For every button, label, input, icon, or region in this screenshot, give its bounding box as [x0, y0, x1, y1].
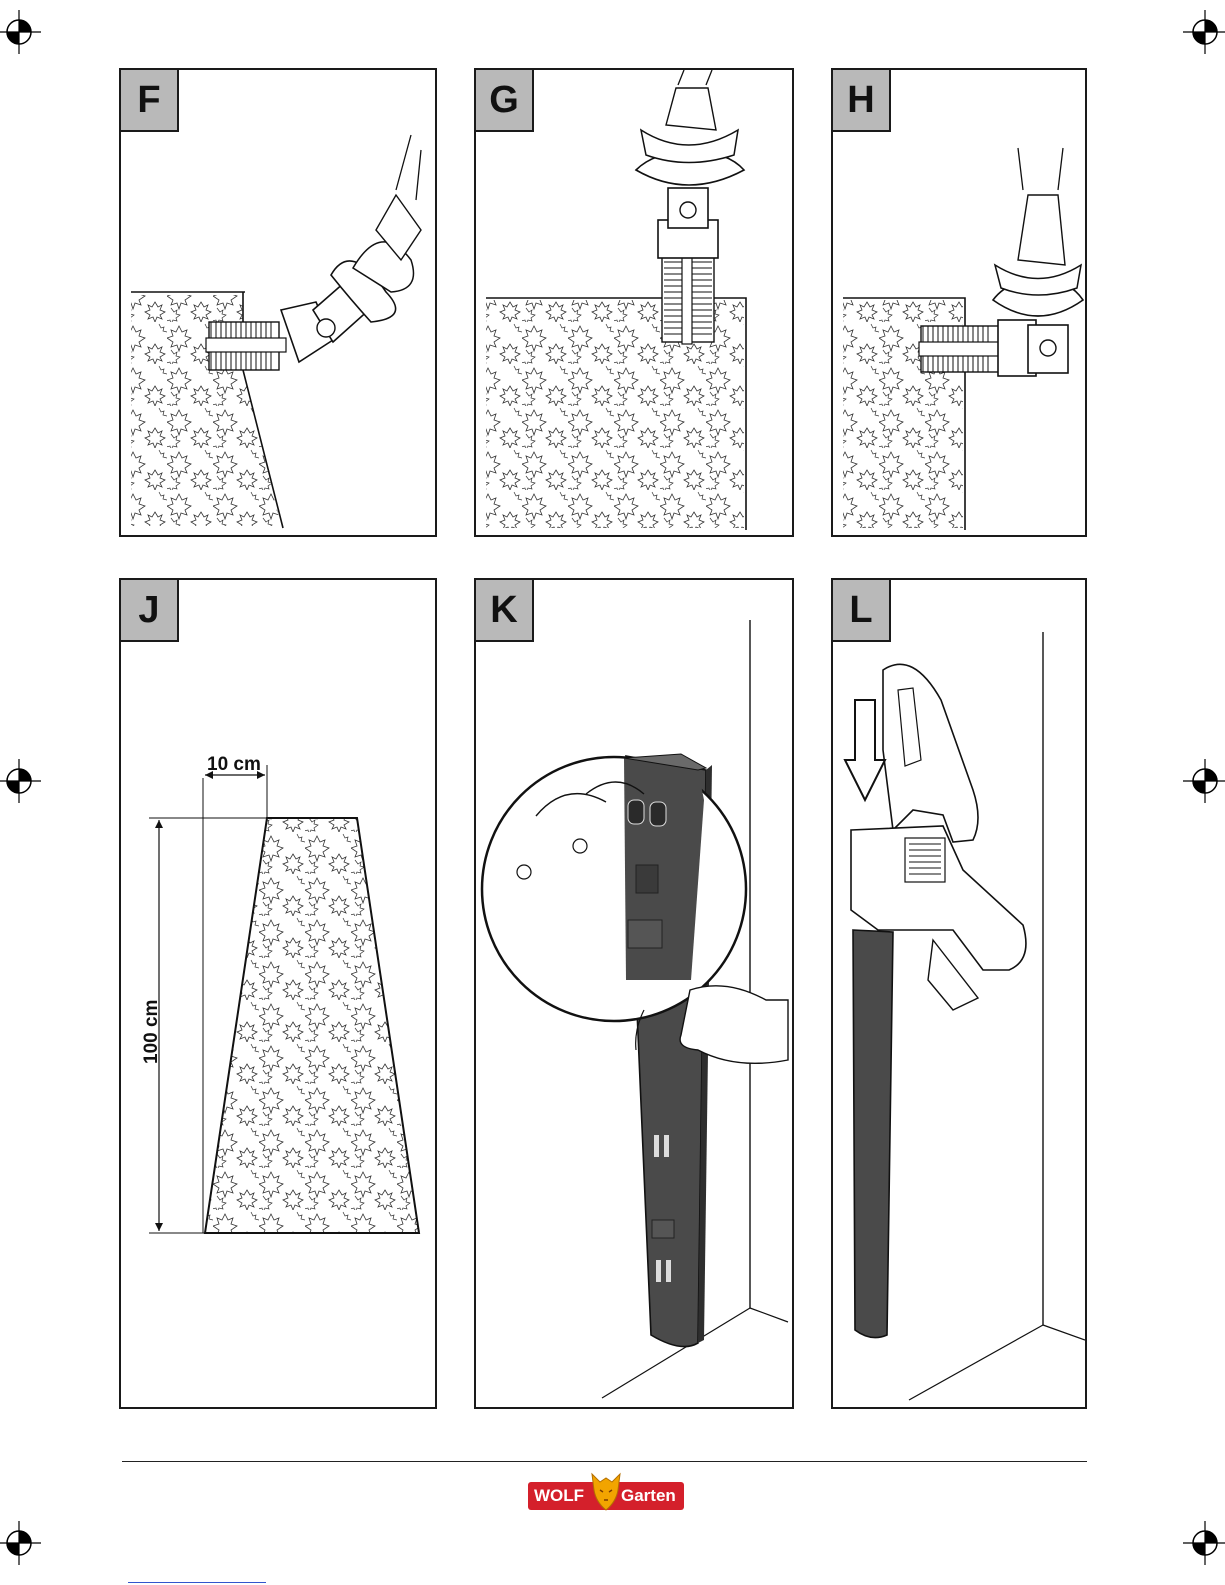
registration-mark-icon: [0, 759, 41, 803]
dimension-label-height: 100 cm: [141, 1000, 163, 1064]
dimension-label-width: 10 cm: [207, 754, 261, 776]
registration-mark-icon: [1183, 1521, 1225, 1565]
hedge-trimmer-top-illustration: [476, 70, 794, 537]
hedge-shape-diagram: [121, 580, 437, 1409]
panel-l: L: [831, 578, 1087, 1409]
panel-g: G: [474, 68, 794, 537]
registration-mark-icon: [1183, 10, 1225, 54]
panel-j: 10 cm 100 cm J: [119, 578, 437, 1409]
panel-label: G: [476, 70, 534, 132]
stored-device-illustration: [833, 580, 1087, 1409]
registration-mark-icon: [0, 10, 41, 54]
panel-label: H: [833, 70, 891, 132]
logo-text-wolf: WOLF: [534, 1485, 584, 1507]
panel-label: K: [476, 580, 534, 642]
panel-label: J: [121, 580, 179, 642]
panel-k: K: [474, 578, 794, 1409]
panel-f: F: [119, 68, 437, 537]
hedge-trimmer-side-low-illustration: [833, 70, 1087, 537]
wall-mount-illustration: [476, 580, 794, 1409]
registration-mark-icon: [0, 1521, 41, 1565]
wolf-garten-logo: WOLF Garten: [528, 1468, 684, 1514]
footer-divider: [122, 1461, 1087, 1462]
hedge-trimmer-side-illustration: [121, 70, 437, 537]
panel-label: L: [833, 580, 891, 642]
fox-icon: [590, 1468, 622, 1512]
panel-label: F: [121, 70, 179, 132]
panel-h: H: [831, 68, 1087, 537]
logo-text-garten: Garten: [621, 1485, 676, 1507]
link-underline: [128, 1582, 266, 1583]
registration-mark-icon: [1183, 759, 1225, 803]
